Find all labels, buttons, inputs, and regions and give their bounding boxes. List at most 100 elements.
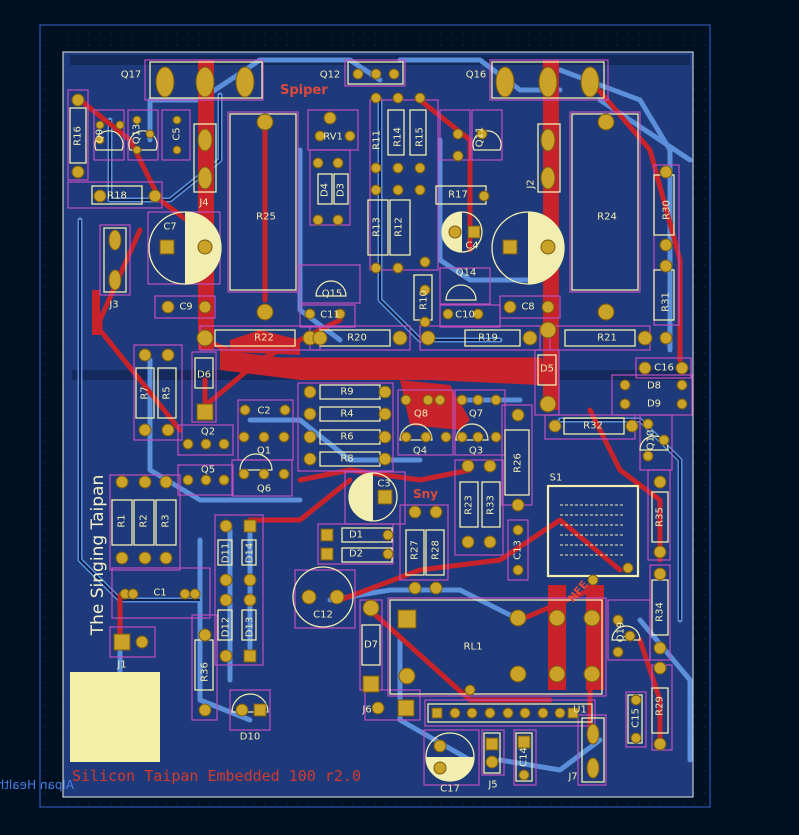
ref-r21[interactable]: R21 — [597, 332, 617, 344]
ref-c2[interactable]: C2 — [257, 405, 271, 417]
ref-c14[interactable]: C14 — [518, 747, 530, 767]
ref-r36[interactable]: R36 — [199, 662, 211, 682]
ref-q2[interactable]: Q2 — [200, 426, 216, 438]
ref-q8[interactable]: Q8 — [413, 408, 429, 420]
ref-q13[interactable]: Q13 — [131, 123, 143, 145]
ref-r8[interactable]: R8 — [340, 453, 354, 465]
ref-rl1[interactable]: RL1 — [463, 641, 483, 653]
ref-d8[interactable]: D8 — [646, 380, 662, 392]
ref-d3[interactable]: D3 — [335, 182, 347, 198]
ref-r29[interactable]: R29 — [654, 696, 666, 716]
ref-c10[interactable]: C10 — [455, 309, 475, 321]
ref-s1[interactable]: S1 — [549, 472, 563, 484]
ref-r3[interactable]: R3 — [160, 514, 172, 528]
ref-r33[interactable]: R33 — [485, 495, 497, 515]
ref-r28[interactable]: R28 — [430, 540, 442, 560]
ref-c3[interactable]: C3 — [377, 478, 391, 490]
net-label-spiper: Spiper — [280, 83, 328, 98]
ref-q14[interactable]: Q14 — [455, 267, 477, 279]
ref-j5[interactable]: J5 — [488, 779, 498, 791]
ref-c11[interactable]: C11 — [320, 309, 340, 321]
ref-r32[interactable]: R32 — [583, 420, 603, 432]
ref-r16[interactable]: R16 — [72, 126, 84, 146]
ref-j4[interactable]: J4 — [199, 197, 209, 209]
ref-r19[interactable]: R19 — [478, 332, 498, 344]
ref-r27[interactable]: R27 — [409, 540, 421, 560]
ref-q17[interactable]: Q17 — [120, 69, 142, 81]
ref-r24[interactable]: R24 — [597, 211, 617, 223]
ref-r17[interactable]: R17 — [448, 189, 468, 201]
ref-d2[interactable]: D2 — [348, 548, 364, 560]
ref-r15[interactable]: R15 — [414, 127, 426, 147]
front-copper-text: Silicon Taipan Embedded 100 r2.0 — [72, 767, 361, 785]
ref-r30[interactable]: R30 — [661, 200, 673, 220]
ref-c16[interactable]: C16 — [654, 362, 674, 374]
ref-c4[interactable]: C4 — [465, 240, 479, 252]
ref-d9[interactable]: D9 — [646, 398, 662, 410]
ref-q19[interactable]: Q19 — [615, 621, 627, 643]
ref-r5[interactable]: R5 — [161, 386, 173, 400]
ref-r10[interactable]: R10 — [418, 290, 430, 310]
ref-q1[interactable]: Q1 — [256, 445, 272, 457]
ref-r22[interactable]: R22 — [254, 332, 274, 344]
ref-c8[interactable]: C8 — [521, 301, 535, 313]
ref-d7[interactable]: D7 — [363, 639, 379, 651]
ref-q15[interactable]: Q15 — [321, 288, 343, 300]
ref-q11[interactable]: Q11 — [474, 126, 486, 148]
ref-r4[interactable]: R4 — [340, 408, 354, 420]
ref-d1[interactable]: D1 — [348, 529, 364, 541]
ref-d14[interactable]: D14 — [244, 542, 256, 564]
ref-r20[interactable]: R20 — [347, 332, 367, 344]
ref-q7[interactable]: Q7 — [468, 408, 484, 420]
ref-r14[interactable]: R14 — [392, 127, 404, 147]
ref-c15[interactable]: C15 — [630, 708, 642, 728]
ref-q6[interactable]: Q6 — [256, 483, 272, 495]
ref-r35[interactable]: R35 — [654, 507, 666, 527]
ref-r34[interactable]: R34 — [654, 602, 666, 622]
ref-q4[interactable]: Q4 — [412, 445, 428, 457]
ref-d5[interactable]: D5 — [539, 363, 555, 375]
ref-r12[interactable]: R12 — [393, 217, 405, 237]
ref-r7[interactable]: R7 — [139, 386, 151, 400]
ref-j3[interactable]: J3 — [109, 299, 119, 311]
ref-c12[interactable]: C12 — [313, 609, 333, 621]
ref-r31[interactable]: R31 — [660, 292, 672, 312]
ref-r23[interactable]: R23 — [463, 495, 475, 515]
ref-j7[interactable]: J7 — [568, 771, 578, 783]
ref-j1[interactable]: J1 — [117, 659, 127, 671]
ref-c13[interactable]: C13 — [512, 540, 524, 560]
ref-j2[interactable]: J2 — [525, 179, 537, 189]
ref-d4[interactable]: D4 — [319, 182, 331, 198]
ref-r25[interactable]: R25 — [256, 211, 276, 223]
ref-d10[interactable]: D10 — [239, 731, 261, 743]
ref-c9[interactable]: C9 — [179, 301, 193, 313]
ref-rv1[interactable]: RV1 — [323, 131, 343, 143]
ref-q3[interactable]: Q3 — [468, 445, 484, 457]
ref-d11[interactable]: D11 — [220, 542, 232, 564]
ref-r2[interactable]: R2 — [138, 514, 150, 528]
board-edge — [39, 24, 711, 808]
ref-d6[interactable]: D6 — [196, 369, 212, 381]
ref-q16[interactable]: Q16 — [465, 69, 487, 81]
ref-q10[interactable]: Q10 — [645, 429, 657, 451]
ref-r9[interactable]: R9 — [340, 386, 354, 398]
ref-c7[interactable]: C7 — [163, 221, 177, 233]
ref-c1[interactable]: C1 — [153, 587, 167, 599]
ref-c6[interactable]: C6 — [533, 267, 547, 279]
ref-u1[interactable]: U1 — [573, 704, 587, 716]
ref-r18[interactable]: R18 — [107, 190, 127, 202]
ref-r6[interactable]: R6 — [340, 431, 354, 443]
ref-r13[interactable]: R13 — [371, 217, 383, 237]
ref-c17[interactable]: C17 — [440, 783, 460, 795]
ref-j6[interactable]: J6 — [362, 704, 372, 716]
ref-r26[interactable]: R26 — [512, 453, 524, 473]
ref-r11[interactable]: R11 — [371, 130, 383, 150]
ref-d12[interactable]: D12 — [220, 616, 232, 638]
ref-q12[interactable]: Q12 — [319, 69, 341, 81]
ref-r1[interactable]: R1 — [116, 514, 128, 528]
ref-q9[interactable]: Q9 — [94, 128, 106, 144]
ref-d13[interactable]: D13 — [244, 616, 256, 638]
ref-c5[interactable]: C5 — [171, 127, 183, 141]
ref-q5[interactable]: Q5 — [200, 464, 216, 476]
